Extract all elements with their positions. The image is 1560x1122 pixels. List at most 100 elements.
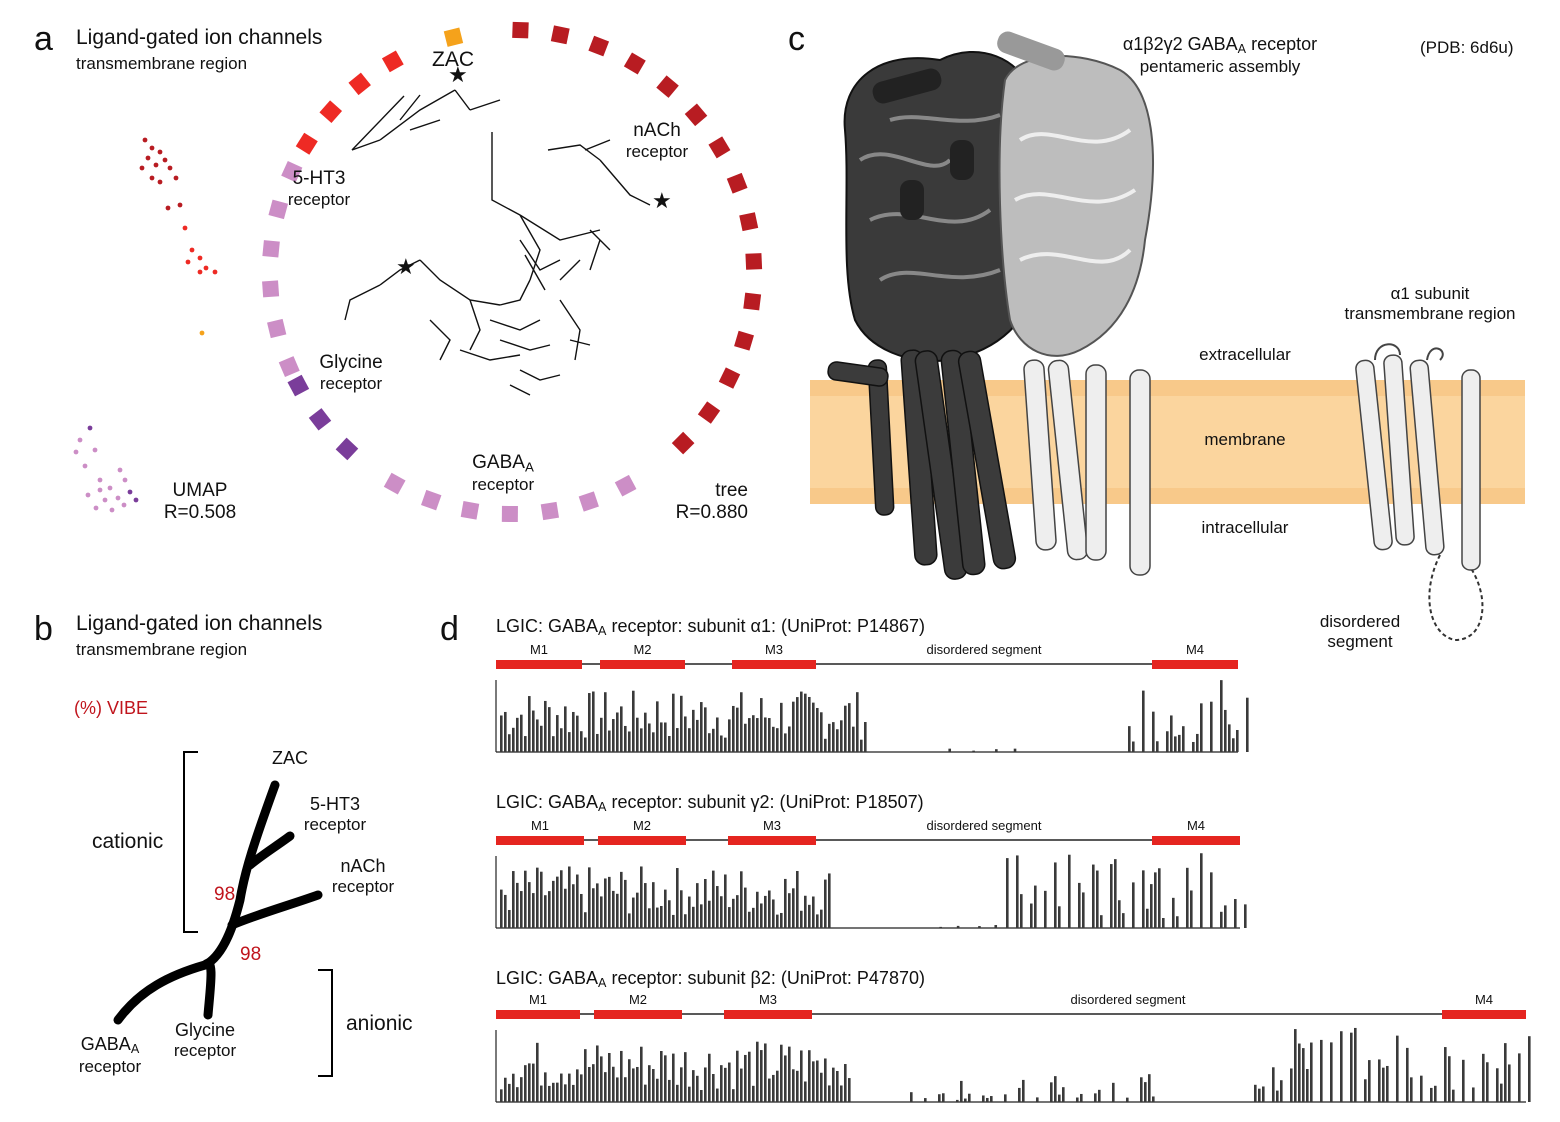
histogram-bar: [500, 1089, 503, 1102]
histogram-bar: [1150, 884, 1153, 928]
umap-point: [102, 497, 108, 503]
histogram-bar: [736, 895, 739, 928]
tree-branch: [344, 284, 381, 321]
histogram-bar: [856, 692, 859, 752]
histogram-bar: [828, 723, 831, 752]
cationic-label: cationic: [92, 830, 164, 853]
ring-square: [319, 100, 343, 123]
ring-square: [739, 212, 759, 232]
histogram-bar: [512, 871, 515, 928]
histogram-bar: [544, 1072, 547, 1102]
umap-point: [149, 145, 155, 151]
umap-point: [157, 149, 163, 155]
histogram-bar: [836, 1070, 839, 1102]
histogram-bar: [1170, 715, 1173, 752]
histogram-bar: [548, 891, 551, 928]
cationic-bracket: [183, 751, 198, 933]
histogram-bar: [744, 887, 747, 928]
panel-c-label: c: [788, 20, 805, 58]
histogram-bar: [852, 726, 855, 752]
histogram-bar: [700, 1089, 703, 1102]
umap-point: [149, 175, 155, 181]
panel-a-graphic: ★ ★ ★: [73, 21, 763, 523]
histogram-bar: [1280, 1080, 1283, 1102]
phylogenetic-tree: [344, 89, 651, 396]
histogram-bar: [1364, 1079, 1367, 1102]
clade-label-gaba: GABAA receptor: [471, 452, 535, 494]
pdb-id: (PDB: 6d6u): [1420, 38, 1514, 57]
histogram-bar: [696, 883, 699, 928]
histogram-bar: [982, 1095, 985, 1102]
histogram-bar: [780, 1044, 783, 1102]
histogram-bar: [1152, 1096, 1155, 1102]
histogram-bar: [812, 702, 815, 752]
histogram-bar: [1178, 734, 1181, 752]
histogram-bar: [628, 1059, 631, 1102]
histogram-bar: [644, 712, 647, 752]
histogram-bar: [828, 1085, 831, 1102]
histogram-bar: [656, 701, 659, 752]
histogram-bar: [1176, 916, 1179, 928]
histogram-bar: [680, 890, 683, 928]
histogram-bar: [592, 888, 595, 928]
tree-branch: [491, 132, 521, 216]
umap-point: [121, 502, 127, 508]
histogram-bar: [580, 731, 583, 752]
histogram-bar: [676, 1084, 679, 1102]
histogram-bar: [1340, 1031, 1343, 1102]
histogram-bar: [568, 732, 571, 752]
histogram-bar: [1262, 1086, 1265, 1102]
umap-point: [142, 137, 148, 143]
histogram-bar: [576, 715, 579, 752]
histogram-bar: [636, 717, 639, 752]
histogram-bar: [1162, 917, 1165, 928]
histogram-bar: [620, 1050, 623, 1102]
histogram-bar: [964, 1098, 967, 1102]
ring-square: [421, 489, 442, 511]
histogram-bar: [688, 896, 691, 928]
histogram-bar: [756, 718, 759, 752]
histogram-bar: [1132, 741, 1135, 752]
tree-branch: [559, 299, 591, 361]
tm-segment-label: M1: [529, 992, 547, 1007]
histogram-bar: [792, 888, 795, 928]
histogram-bar: [700, 904, 703, 928]
histogram-bar: [564, 706, 567, 752]
histogram-bar: [572, 1084, 575, 1102]
histogram-bar: [1504, 1043, 1507, 1102]
histogram-bar: [608, 876, 611, 928]
histogram-bar: [668, 1079, 671, 1102]
tree-branch: [429, 319, 521, 361]
umap-point: [97, 487, 103, 493]
tree-branch: [519, 239, 561, 291]
histogram-bar: [520, 714, 523, 752]
histogram-bar: [796, 1070, 799, 1102]
histogram-bar: [552, 880, 555, 928]
histogram-bar: [956, 925, 960, 928]
histogram-bar: [1076, 1097, 1079, 1102]
histogram-bar: [1220, 911, 1223, 928]
ring-square: [745, 253, 763, 270]
umap-point: [185, 259, 191, 265]
histogram-bar: [668, 736, 671, 752]
histogram-bar: [986, 1097, 989, 1102]
histogram-bar: [704, 879, 707, 928]
umap-point: [139, 165, 145, 171]
histogram-bar: [1220, 680, 1223, 752]
histogram-bar: [764, 1043, 767, 1102]
ring-square: [335, 437, 359, 461]
histogram-bar: [572, 884, 575, 928]
histogram-bar: [1166, 731, 1169, 752]
histogram-bar: [1110, 864, 1113, 928]
ring-square: [708, 136, 731, 159]
histogram-bar: [704, 1067, 707, 1102]
histogram-bar: [560, 870, 563, 928]
umap-point: [167, 165, 173, 171]
histogram-bar: [588, 1066, 591, 1102]
histogram-bar: [1272, 1067, 1275, 1102]
histogram-bar: [816, 707, 819, 752]
histogram-bar: [804, 1081, 807, 1102]
histogram-bar: [796, 870, 799, 928]
ring-square: [348, 72, 371, 96]
ring-square: [281, 161, 303, 183]
